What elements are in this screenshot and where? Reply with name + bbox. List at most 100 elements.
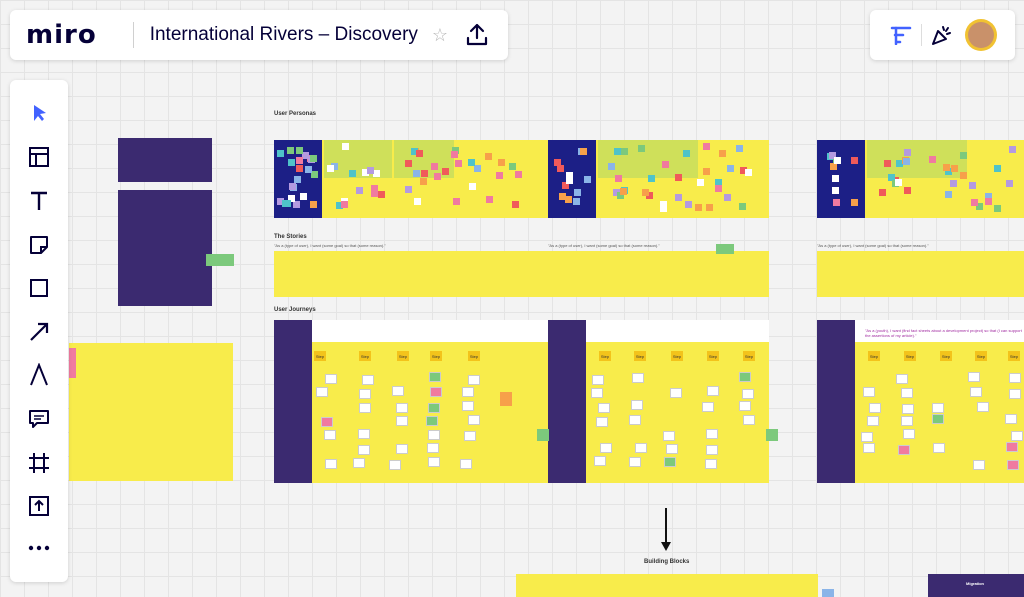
text-icon[interactable] xyxy=(23,185,55,217)
sticky-note[interactable] xyxy=(289,182,297,190)
sticky-note[interactable] xyxy=(584,176,592,184)
sticky-note[interactable] xyxy=(994,165,1002,173)
journey-card[interactable] xyxy=(704,459,717,470)
sticky-note[interactable] xyxy=(674,173,682,181)
yellow-frame-left[interactable] xyxy=(69,343,233,481)
sticky-note[interactable] xyxy=(296,147,304,155)
sticky-note[interactable] xyxy=(661,160,669,168)
orange-note[interactable] xyxy=(500,392,512,406)
templates-icon[interactable] xyxy=(23,141,55,173)
journey-card[interactable] xyxy=(972,459,985,470)
sticky-note[interactable] xyxy=(302,151,310,159)
sticky-note[interactable] xyxy=(304,166,312,174)
journey-card[interactable] xyxy=(324,374,337,385)
sticky-note[interactable] xyxy=(928,156,936,164)
sticky-note[interactable] xyxy=(944,190,952,198)
sticky-note[interactable] xyxy=(564,196,572,204)
journey-card[interactable] xyxy=(357,445,370,456)
sticky-note[interactable] xyxy=(452,197,460,205)
journey-card[interactable] xyxy=(901,415,914,426)
sticky-note[interactable] xyxy=(884,159,892,167)
journey-card[interactable] xyxy=(862,442,875,453)
sticky-note[interactable] xyxy=(296,165,304,173)
sticky-note[interactable] xyxy=(452,146,460,154)
sticky-note[interactable] xyxy=(335,202,343,210)
sticky-note[interactable] xyxy=(726,164,734,172)
sticky-note[interactable] xyxy=(674,194,682,202)
sticky-note[interactable] xyxy=(641,189,649,197)
persona-board-3[interactable] xyxy=(817,140,1024,218)
sticky-note[interactable] xyxy=(405,185,413,193)
journey-card[interactable] xyxy=(462,387,475,398)
sticky-note[interactable] xyxy=(976,203,984,211)
journey-card[interactable] xyxy=(896,373,909,384)
journey-card[interactable] xyxy=(663,456,676,467)
sticky-note[interactable] xyxy=(276,149,284,157)
sticky-note[interactable] xyxy=(970,199,978,207)
sticky-note[interactable] xyxy=(349,170,357,178)
sticky-note[interactable] xyxy=(949,180,957,188)
sticky-note[interactable] xyxy=(833,198,841,206)
journey-card[interactable] xyxy=(976,402,989,413)
sticky-note[interactable] xyxy=(367,167,375,175)
sticky-note[interactable] xyxy=(287,194,295,202)
miro-logo[interactable]: miro xyxy=(26,20,97,50)
sticky-note[interactable] xyxy=(485,152,493,160)
sticky-note[interactable] xyxy=(573,198,581,206)
journey-card[interactable] xyxy=(670,388,683,399)
sticky-note[interactable] xyxy=(372,170,380,178)
sticky-note[interactable] xyxy=(431,163,439,171)
sticky-note[interactable] xyxy=(287,147,295,155)
journey-card[interactable] xyxy=(968,372,981,383)
journey-card[interactable] xyxy=(460,458,473,469)
journey-card[interactable] xyxy=(352,458,365,469)
sticky-note[interactable] xyxy=(559,193,567,201)
journey-card[interactable] xyxy=(361,375,374,386)
sticky-note[interactable] xyxy=(960,152,968,160)
journey-card[interactable] xyxy=(666,443,679,454)
pink-note[interactable] xyxy=(69,348,76,378)
sticky-note[interactable] xyxy=(739,167,747,175)
sticky-note[interactable] xyxy=(832,175,840,183)
sticky-note[interactable] xyxy=(887,174,895,182)
sticky-note[interactable] xyxy=(715,184,723,192)
journey-card[interactable] xyxy=(591,388,604,399)
journey-card[interactable] xyxy=(425,416,438,427)
sticky-note[interactable] xyxy=(433,173,441,181)
journey-card[interactable] xyxy=(428,402,441,413)
journey-card[interactable] xyxy=(599,442,612,453)
sticky-note[interactable] xyxy=(646,192,654,200)
journey-card[interactable] xyxy=(705,444,718,455)
sticky-note[interactable] xyxy=(355,187,363,195)
board-title[interactable]: International Rivers – Discovery xyxy=(149,24,418,45)
journey-card[interactable] xyxy=(429,372,442,383)
journey-card[interactable] xyxy=(738,401,751,411)
key-users-panel[interactable] xyxy=(118,190,212,306)
sticky-note[interactable] xyxy=(474,164,482,172)
sticky-note[interactable] xyxy=(621,147,629,155)
sticky-note[interactable] xyxy=(341,143,349,151)
sticky-note[interactable] xyxy=(831,187,839,195)
sticky-note[interactable] xyxy=(994,205,1002,213)
journey-card[interactable] xyxy=(595,417,608,428)
journey-card[interactable] xyxy=(391,386,404,397)
journey-card[interactable] xyxy=(902,403,915,414)
sticky-note[interactable] xyxy=(309,201,317,209)
green-note[interactable] xyxy=(766,429,778,441)
sticky-note[interactable] xyxy=(696,178,704,186)
journey-card[interactable] xyxy=(631,400,644,411)
journey-card[interactable] xyxy=(358,403,371,414)
sticky-note[interactable] xyxy=(293,201,301,209)
journey-card[interactable] xyxy=(862,387,875,398)
sticky-note[interactable] xyxy=(300,192,308,200)
journey-card[interactable] xyxy=(1008,389,1021,400)
journey-card[interactable] xyxy=(970,386,983,397)
journey-card[interactable] xyxy=(359,389,372,400)
journey-card[interactable] xyxy=(635,443,648,453)
journey-card[interactable] xyxy=(932,414,945,425)
sticky-note[interactable] xyxy=(421,170,429,178)
celebrate-icon[interactable] xyxy=(930,23,954,52)
shape-icon[interactable] xyxy=(23,272,55,304)
journey-card[interactable] xyxy=(632,372,645,383)
